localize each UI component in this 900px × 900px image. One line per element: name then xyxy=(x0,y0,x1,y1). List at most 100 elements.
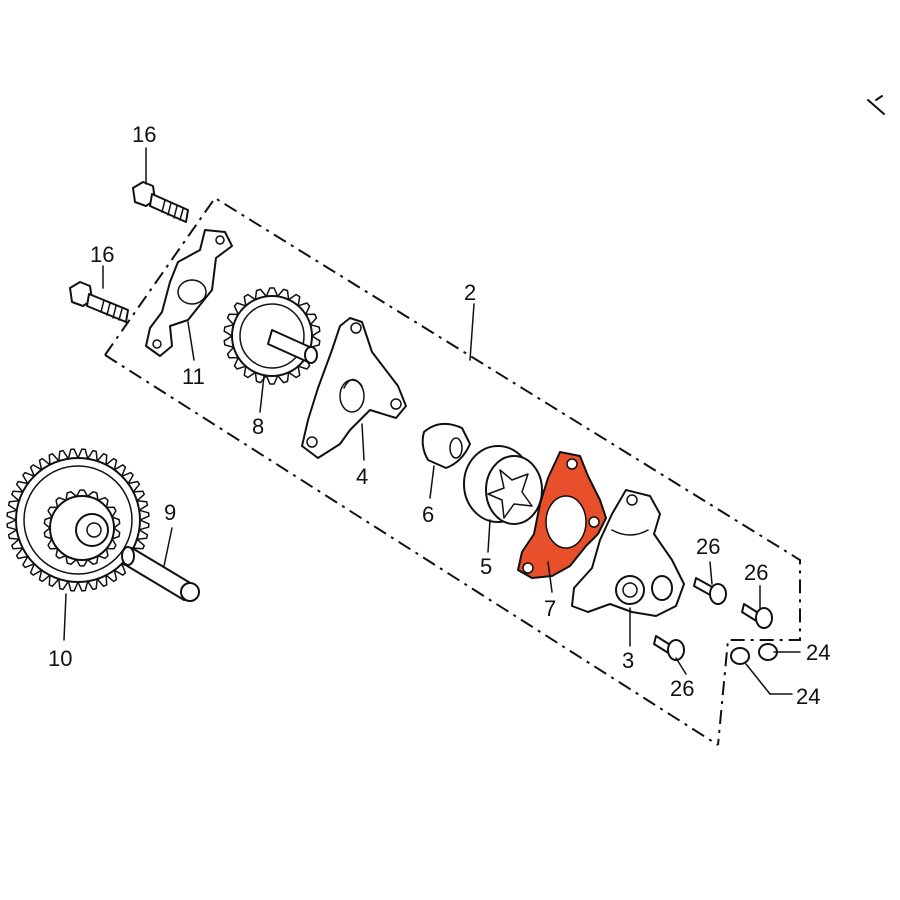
gear-tooth xyxy=(113,563,127,576)
gear-tooth xyxy=(77,448,89,460)
gear-tooth xyxy=(111,516,121,529)
corner-mark xyxy=(867,95,885,115)
gear-tooth xyxy=(15,547,29,560)
gear-tooth xyxy=(43,527,53,540)
gear-tooth xyxy=(75,489,89,498)
gear-tooth xyxy=(127,480,141,493)
inner-rotor xyxy=(421,422,471,469)
gear-tooth xyxy=(6,509,18,521)
gear-tooth xyxy=(38,457,51,471)
gear-tooth xyxy=(233,302,247,316)
callout-26-b: 26 xyxy=(744,560,768,585)
gear-tooth xyxy=(67,448,79,460)
callout-3: 3 xyxy=(622,648,634,673)
gear-tooth xyxy=(11,490,24,502)
gear-tooth xyxy=(121,471,134,485)
gear-tooth xyxy=(96,574,108,587)
drive-gear xyxy=(223,287,321,385)
screw-b xyxy=(741,603,773,629)
gear-tooth xyxy=(75,558,89,567)
gear-tooth xyxy=(276,371,290,384)
gear-tooth xyxy=(136,528,149,540)
callout-26-c: 26 xyxy=(670,676,694,701)
callout-8: 8 xyxy=(252,414,264,439)
screw-c xyxy=(653,635,685,661)
gear-tooth xyxy=(11,538,24,550)
leader-lines xyxy=(63,147,801,695)
gear-tooth xyxy=(47,538,59,550)
callout-9: 9 xyxy=(164,500,176,525)
cover-plate xyxy=(301,317,407,459)
gear-tooth xyxy=(65,490,78,502)
plate-part xyxy=(145,229,233,357)
gear-tooth xyxy=(265,287,279,298)
gear-tooth xyxy=(105,457,118,471)
big-gear xyxy=(6,448,150,592)
gear-tooth xyxy=(97,496,109,509)
gear-tooth xyxy=(96,453,108,466)
gear-tooth xyxy=(86,578,98,591)
screw-a xyxy=(693,577,727,605)
gear-tooth xyxy=(265,374,279,385)
gear-tooth xyxy=(55,547,67,560)
callout-7: 7 xyxy=(544,596,556,621)
gasket-highlighted xyxy=(517,451,607,579)
gear-tooth xyxy=(138,509,150,521)
gear-tooth xyxy=(243,365,257,379)
callout-10: 10 xyxy=(48,646,72,671)
pump-body xyxy=(571,489,685,617)
gear-tooth xyxy=(67,580,79,592)
gear-tooth xyxy=(38,569,51,583)
gear-tooth xyxy=(223,323,235,337)
gear-tooth xyxy=(48,574,60,587)
gear-tooth xyxy=(77,580,89,592)
gear-tooth xyxy=(15,480,29,493)
callout-24-b: 24 xyxy=(796,684,820,709)
gear-tooth xyxy=(29,464,43,477)
callout-16-upper: 16 xyxy=(132,122,156,147)
gear-tooth xyxy=(22,555,35,569)
gear-tooth xyxy=(111,527,121,540)
callout-11: 11 xyxy=(182,364,205,389)
gear-tooth xyxy=(226,346,240,359)
gear-tooth xyxy=(223,335,235,349)
shaft-pin xyxy=(121,546,200,602)
gear-tooth xyxy=(309,335,321,349)
gear-tooth xyxy=(304,313,318,326)
gear-tooth xyxy=(105,569,118,583)
callout-24-a: 24 xyxy=(806,640,830,665)
gear-tooth xyxy=(65,554,78,566)
bolt-lower xyxy=(69,281,129,323)
outer-rotor xyxy=(463,445,543,525)
gear-tooth xyxy=(7,500,20,512)
gear-tooth xyxy=(226,313,240,326)
gear-tooth xyxy=(29,563,43,576)
gear-tooth xyxy=(6,519,18,531)
callout-6: 6 xyxy=(422,502,434,527)
gear-tooth xyxy=(276,288,290,301)
gear-tooth xyxy=(233,356,247,370)
gear-tooth xyxy=(113,464,127,477)
callout-16-lower: 16 xyxy=(90,242,114,267)
gear-tooth xyxy=(136,500,149,512)
gear-tooth xyxy=(97,547,109,560)
gear-tooth xyxy=(105,506,117,518)
gear-tooth xyxy=(58,449,70,462)
gear-tooth xyxy=(254,288,268,301)
gear-tooth xyxy=(48,453,60,466)
bolt-upper xyxy=(132,181,189,223)
gear-tooth xyxy=(138,519,150,531)
gear-tooth xyxy=(287,293,301,307)
oring-a xyxy=(730,647,750,665)
gear-tooth xyxy=(86,449,98,462)
callout-4: 4 xyxy=(356,464,368,489)
gear-tooth xyxy=(22,471,35,485)
callout-5: 5 xyxy=(480,554,492,579)
gear-tooth xyxy=(105,538,117,550)
gear-tooth xyxy=(287,365,301,379)
assembly-boundary xyxy=(104,196,801,746)
gear-tooth xyxy=(86,554,99,566)
gear-tooth xyxy=(47,506,59,518)
gear-tooth xyxy=(132,490,145,502)
